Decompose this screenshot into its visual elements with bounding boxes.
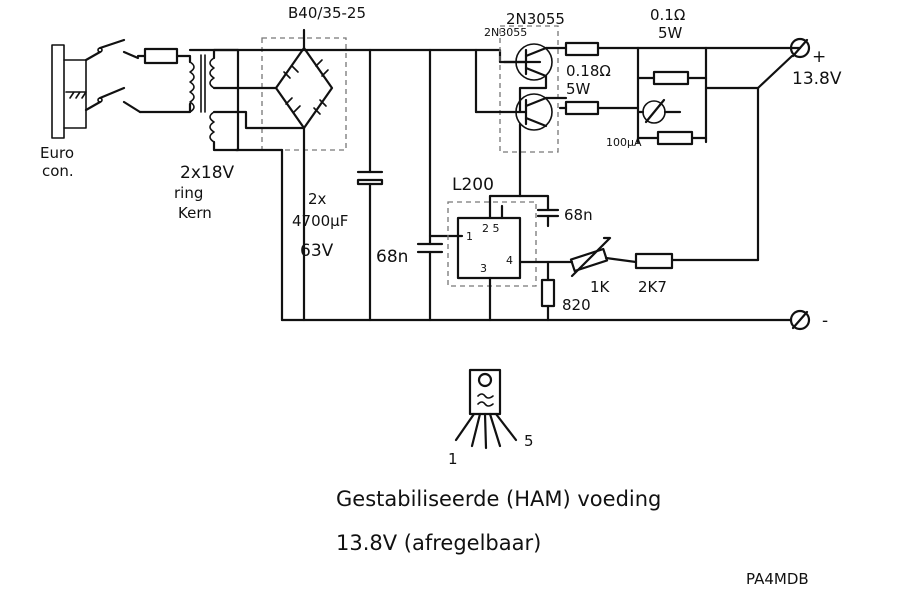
positive-terminal	[756, 37, 811, 90]
package-pin5-label: 5	[524, 432, 534, 450]
capacitor-68n-left	[416, 48, 464, 322]
meter-label: 100µA	[606, 136, 642, 149]
ic-dashed-outline	[447, 201, 537, 287]
ring-label-1: ring	[174, 184, 203, 202]
sense-resistor-top	[636, 46, 708, 144]
r-top-watt-label: 5W	[658, 24, 683, 42]
transistor-dashed-outline	[499, 25, 559, 153]
bridge-label: B40/35-25	[288, 4, 366, 22]
r820-label: 820	[562, 296, 591, 314]
emitter-resistor-q1	[544, 41, 640, 57]
package-pin1-label: 1	[448, 450, 458, 468]
resistor-2k7	[634, 252, 760, 270]
q1-label: 2N3055	[506, 10, 565, 28]
capacitor-68n-right	[518, 194, 560, 228]
r-mid-watt-label: 5W	[566, 80, 591, 98]
euro-connector	[51, 44, 87, 139]
mains-switch	[84, 38, 142, 114]
l200-regulator	[456, 194, 550, 322]
r2k7-label: 2K7	[638, 278, 667, 296]
ic-pin3-label: 3	[480, 262, 487, 275]
transistor-q2	[474, 48, 553, 131]
c68-left-label: 68n	[376, 247, 408, 267]
title-line-1: Gestabiliseerde (HAM) voeding	[336, 487, 661, 511]
reservoir-capacitor	[356, 48, 384, 322]
l200-package-sketch	[454, 368, 518, 450]
output-sense-line	[704, 86, 760, 262]
bridge-rectifier	[234, 28, 334, 322]
r-mid-label: 0.18Ω	[566, 62, 611, 80]
ring-transformer	[189, 48, 240, 152]
euro-label-2: con.	[42, 162, 74, 180]
pot-label: 1K	[590, 278, 611, 296]
output-voltage-label: 13.8V	[792, 69, 842, 89]
emitter-resistor-q2	[544, 46, 640, 144]
mains-fuse	[136, 47, 192, 114]
meter-resistor	[636, 130, 708, 146]
signature: PA4MDB	[746, 570, 809, 588]
transformer-voltage-label: 2x18V	[180, 163, 235, 183]
ring-label-2: Kern	[178, 204, 212, 222]
title-line-2: 13.8V (afregelbaar)	[336, 531, 541, 555]
transistor-q1	[502, 43, 553, 81]
ic-label: L200	[452, 175, 494, 195]
cap-label-2: 4700µF	[292, 212, 348, 230]
q2-label: 2N3055	[484, 26, 527, 39]
potentiometer-1k	[546, 236, 638, 278]
ic-pin1-label: 1	[466, 230, 473, 243]
minus-label: -	[822, 311, 828, 331]
ammeter-100ua	[636, 98, 682, 124]
darlington-link	[518, 74, 548, 114]
ic-pin25-label: 2 5	[482, 222, 500, 235]
cap-label-1: 2x	[308, 190, 327, 208]
plus-label: +	[812, 47, 826, 67]
ic-pin4-label: 4	[506, 254, 513, 267]
negative-terminal	[788, 309, 811, 331]
r-top-label: 0.1Ω	[650, 6, 685, 24]
resistor-820	[540, 278, 556, 322]
positive-rail	[188, 48, 542, 64]
c68-right-label: 68n	[564, 206, 593, 224]
cap-label-3: 63V	[300, 241, 334, 261]
euro-label-1: Euro	[40, 144, 74, 162]
